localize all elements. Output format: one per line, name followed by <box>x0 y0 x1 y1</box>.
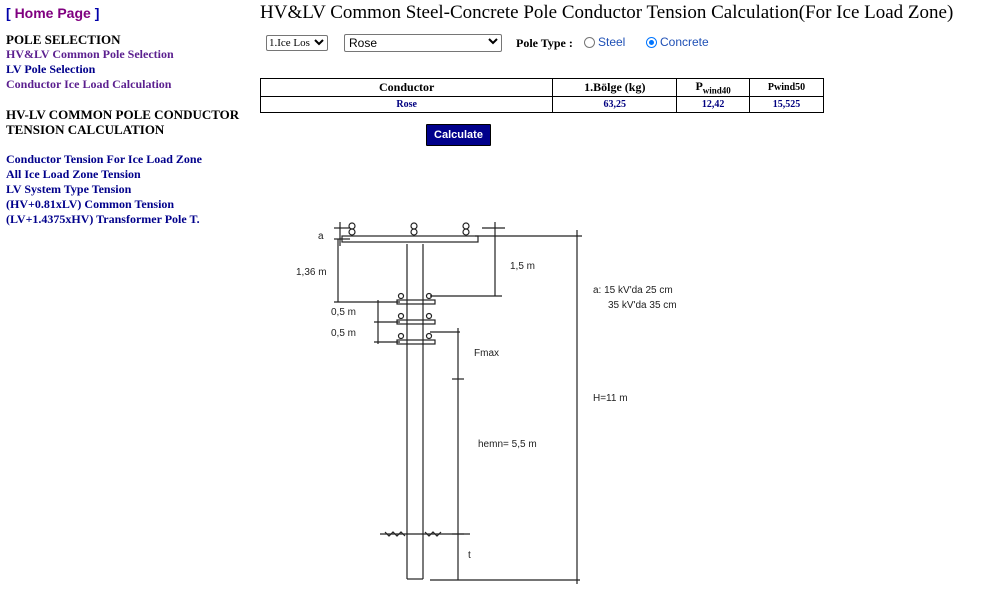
col-header-pwind50: Pwind50 <box>749 78 824 97</box>
tension-heading-line2: TENSION CALCULATION <box>6 122 165 137</box>
hv-lv-common-tension-link[interactable]: (HV+0.81xLV) Common Tension <box>6 197 175 211</box>
label-fmax: Fmax <box>474 348 499 359</box>
lv-pole-selection-link[interactable]: LV Pole Selection <box>6 62 96 76</box>
hv-lv-common-pole-selection-link[interactable]: HV&LV Common Pole Selection <box>6 47 174 61</box>
label-t: t <box>468 550 471 561</box>
col-header-pwind40: Pwind40 <box>676 78 751 97</box>
conductor-table: Conductor 1.Bölge (kg) Pwind40 Pwind50 R… <box>259 78 824 113</box>
pole-type-concrete-option[interactable]: Concrete <box>646 35 709 49</box>
label-a-note-2: 35 kV'da 35 cm <box>608 300 677 311</box>
concrete-radio[interactable] <box>646 36 657 48</box>
chevron-down-icon <box>314 38 324 46</box>
steel-label: Steel <box>598 35 626 49</box>
ice-zone-select[interactable]: 1.Ice Los <box>266 35 328 51</box>
table-row: Rose 63,25 12,42 15,525 <box>259 96 824 113</box>
pwind40-main: P <box>695 79 703 94</box>
pole-type-label: Pole Type : <box>516 36 573 50</box>
label-a: a <box>318 231 324 242</box>
pwind40-sub: wind40 <box>702 85 731 96</box>
table-header-row: Conductor 1.Bölge (kg) Pwind40 Pwind50 <box>259 78 824 97</box>
calculate-button[interactable]: Calculate <box>426 124 491 146</box>
transformer-pole-tension-link[interactable]: (LV+1.4375xHV) Transformer Pole T. <box>6 212 200 226</box>
col-header-bolge: 1.Bölge (kg) <box>552 78 678 97</box>
label-h: H=11 m <box>593 393 628 404</box>
all-ice-load-zone-tension-link[interactable]: All Ice Load Zone Tension <box>6 167 141 181</box>
conductor-select[interactable]: Rose <box>344 34 502 52</box>
tension-calculation-heading: HV-LV COMMON POLE CONDUCTOR TENSION CALC… <box>6 107 239 137</box>
cell-conductor: Rose <box>259 96 554 113</box>
lv-system-type-tension-link[interactable]: LV System Type Tension <box>6 182 132 196</box>
home-page-link[interactable]: Home Page <box>14 5 91 21</box>
pole-type-steel-option[interactable]: Steel <box>584 35 625 49</box>
label-0-5m-top: 0,5 m <box>331 307 356 318</box>
chevron-down-icon <box>488 37 498 45</box>
cell-pwind50: 15,525 <box>749 96 824 113</box>
conductor-tension-ice-load-link[interactable]: Conductor Tension For Ice Load Zone <box>6 152 202 166</box>
cell-pwind40: 12,42 <box>676 96 751 113</box>
page-title: HV&LV Common Steel-Concrete Pole Conduct… <box>260 2 954 23</box>
conductor-selected-value: Rose <box>349 36 378 50</box>
home-page-link-wrap: [ Home Page ] <box>6 5 99 21</box>
conductor-ice-load-calculation-link[interactable]: Conductor Ice Load Calculation <box>6 77 172 91</box>
concrete-label: Concrete <box>660 35 709 49</box>
col-header-conductor: Conductor <box>259 78 554 97</box>
label-1-5m: 1,5 m <box>510 261 535 272</box>
label-hemn: hemn= 5,5 m <box>478 439 537 450</box>
cell-bolge: 63,25 <box>552 96 678 113</box>
tension-heading-line1: HV-LV COMMON POLE CONDUCTOR <box>6 107 240 122</box>
label-0-5m-bottom: 0,5 m <box>331 328 356 339</box>
pole-selection-heading: POLE SELECTION <box>6 32 121 47</box>
pole-diagram: a 1,36 m 1,5 m 0,5 m 0,5 m a: 15 kV'da 2… <box>296 222 677 584</box>
ice-zone-selected-value: 1.Ice Los <box>269 37 310 49</box>
label-1-36m: 1,36 m <box>296 267 327 278</box>
steel-radio[interactable] <box>584 36 595 48</box>
controls-row: 1.Ice Los Rose Pole Type : Steel Concret… <box>0 34 1001 54</box>
label-a-note-1: a: 15 kV'da 25 cm <box>593 285 673 296</box>
bracket-close: ] <box>94 5 100 21</box>
bracket-open: [ <box>6 5 11 21</box>
